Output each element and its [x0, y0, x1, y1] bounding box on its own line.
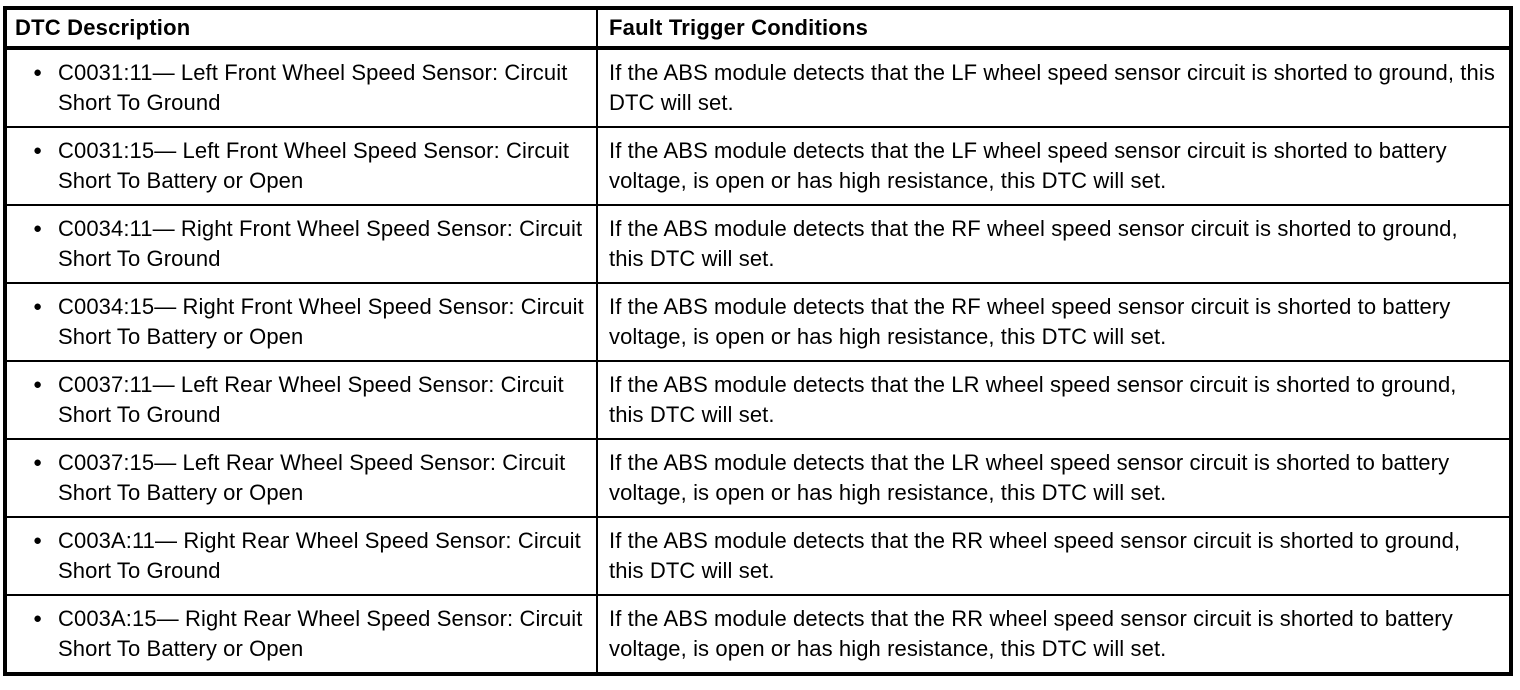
dtc-description-cell: ● C0034:15— Right Front Wheel Speed Sens… — [4, 282, 598, 362]
bullet-icon: ● — [33, 532, 43, 549]
dtc-description-text: C0034:11— Right Front Wheel Speed Sensor… — [58, 216, 583, 271]
dtc-description-cell: ● C003A:11— Right Rear Wheel Speed Senso… — [4, 516, 598, 596]
table-row: ● C0034:15— Right Front Wheel Speed Sens… — [4, 282, 1512, 362]
table-row: ● C003A:15— Right Rear Wheel Speed Senso… — [4, 594, 1512, 675]
dtc-description-cell: ● C003A:15— Right Rear Wheel Speed Senso… — [4, 594, 598, 675]
dtc-description-text: C0037:15— Left Rear Wheel Speed Sensor: … — [58, 450, 566, 505]
dtc-description-text: C0031:15— Left Front Wheel Speed Sensor:… — [58, 138, 570, 193]
header-row: DTC Description Fault Trigger Conditions — [4, 6, 1512, 50]
fault-trigger-condition-text: If the ABS module detects that the LR wh… — [609, 450, 1450, 505]
bullet-icon: ● — [33, 142, 43, 159]
bullet-icon: ● — [33, 454, 43, 471]
fault-trigger-condition-cell: If the ABS module detects that the RF wh… — [596, 282, 1512, 362]
table-row: ● C0034:11— Right Front Wheel Speed Sens… — [4, 204, 1512, 284]
dtc-table: DTC Description Fault Trigger Conditions… — [3, 6, 1513, 676]
dtc-description-cell: ● C0037:11— Left Rear Wheel Speed Sensor… — [4, 360, 598, 440]
table-row: ● C003A:11— Right Rear Wheel Speed Senso… — [4, 516, 1512, 596]
fault-trigger-condition-cell: If the ABS module detects that the LF wh… — [596, 126, 1512, 206]
fault-trigger-condition-text: If the ABS module detects that the LR wh… — [609, 372, 1457, 427]
table-row: ● C0037:11— Left Rear Wheel Speed Sensor… — [4, 360, 1512, 440]
fault-trigger-condition-text: If the ABS module detects that the RF wh… — [609, 294, 1451, 349]
fault-trigger-condition-cell: If the ABS module detects that the RF wh… — [596, 204, 1512, 284]
fault-trigger-condition-cell: If the ABS module detects that the LF wh… — [596, 47, 1512, 128]
fault-trigger-condition-cell: If the ABS module detects that the LR wh… — [596, 360, 1512, 440]
column-header-dtc-description: DTC Description — [4, 6, 598, 50]
bullet-icon: ● — [33, 220, 43, 237]
table-row: ● C0031:11— Left Front Wheel Speed Senso… — [4, 47, 1512, 128]
bullet-icon: ● — [33, 64, 43, 81]
dtc-description-cell: ● C0034:11— Right Front Wheel Speed Sens… — [4, 204, 598, 284]
table-row: ● C0037:15— Left Rear Wheel Speed Sensor… — [4, 438, 1512, 518]
bullet-icon: ● — [33, 376, 43, 393]
column-header-fault-trigger-conditions: Fault Trigger Conditions — [596, 6, 1512, 50]
dtc-description-text: C0034:15— Right Front Wheel Speed Sensor… — [58, 294, 584, 349]
fault-trigger-condition-cell: If the ABS module detects that the RR wh… — [596, 594, 1512, 675]
fault-trigger-condition-text: If the ABS module detects that the RR wh… — [609, 528, 1461, 583]
dtc-description-cell: ● C0031:11— Left Front Wheel Speed Senso… — [4, 47, 598, 128]
bullet-icon: ● — [33, 298, 43, 315]
fault-trigger-condition-text: If the ABS module detects that the RR wh… — [609, 606, 1453, 661]
table-row: ● C0031:15— Left Front Wheel Speed Senso… — [4, 126, 1512, 206]
fault-trigger-condition-text: If the ABS module detects that the LF wh… — [609, 60, 1495, 115]
dtc-description-cell: ● C0031:15— Left Front Wheel Speed Senso… — [4, 126, 598, 206]
dtc-description-text: C003A:11— Right Rear Wheel Speed Sensor:… — [58, 528, 581, 583]
dtc-description-text: C003A:15— Right Rear Wheel Speed Sensor:… — [58, 606, 583, 661]
dtc-description-cell: ● C0037:15— Left Rear Wheel Speed Sensor… — [4, 438, 598, 518]
dtc-description-text: C0037:11— Left Rear Wheel Speed Sensor: … — [58, 372, 564, 427]
table-body: ● C0031:11— Left Front Wheel Speed Senso… — [4, 47, 1512, 675]
dtc-description-text: C0031:11— Left Front Wheel Speed Sensor:… — [58, 60, 568, 115]
fault-trigger-condition-cell: If the ABS module detects that the LR wh… — [596, 438, 1512, 518]
fault-trigger-condition-cell: If the ABS module detects that the RR wh… — [596, 516, 1512, 596]
fault-trigger-condition-text: If the ABS module detects that the LF wh… — [609, 138, 1447, 193]
fault-trigger-condition-text: If the ABS module detects that the RF wh… — [609, 216, 1458, 271]
bullet-icon: ● — [33, 610, 43, 627]
